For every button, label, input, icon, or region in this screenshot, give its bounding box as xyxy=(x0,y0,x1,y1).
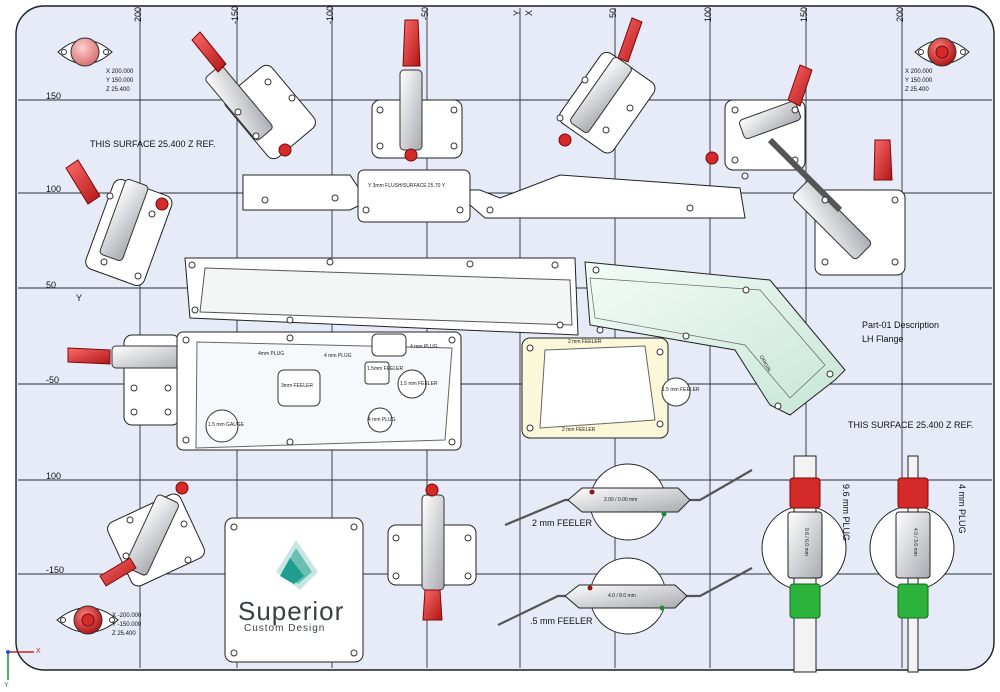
surface-ref-note-right: THIS SURFACE 25.400 Z REF. xyxy=(848,420,974,430)
plug-gauge-4 xyxy=(869,455,955,673)
feeler-label: 3mm FEELER xyxy=(281,383,313,389)
x-tick: -100 xyxy=(325,5,335,24)
window-check xyxy=(521,337,691,439)
pin-label: 4mm PLUG xyxy=(258,351,285,357)
feeler-label: 1.5 mm FEELER xyxy=(400,381,438,387)
feeler-tool-label: .5 mm FEELER xyxy=(530,616,593,626)
feeler-tool-label: 2 mm FEELER xyxy=(532,518,593,528)
logo-subtitle: Custom Design xyxy=(244,623,326,634)
top-flush-bar xyxy=(242,169,749,223)
locator-coord-z: Z 25.400 xyxy=(905,87,929,93)
part-description: Part-01 Description xyxy=(862,320,940,330)
flange-part xyxy=(584,261,846,416)
feeler-blade-label: 4.0 / 8.0 mm xyxy=(608,593,636,599)
x-tick: 100 xyxy=(703,6,713,22)
clamp-9 xyxy=(387,483,477,621)
y-tick: 100 xyxy=(46,471,62,481)
clamp-8 xyxy=(99,481,205,587)
window-label: 2 mm FEELER xyxy=(562,427,596,433)
y-tick: 50 xyxy=(46,280,57,290)
plug-tool-label: 9.6 mm PLUG xyxy=(841,484,851,542)
plug-body-label: 9.6 / 6.0 mm xyxy=(803,528,809,556)
pin-label: 4 mm PLUG xyxy=(324,353,352,359)
y-tick: 100 xyxy=(46,184,62,194)
part-description-sub: LH Flange xyxy=(862,334,904,344)
plug-tool-label: 4 mm PLUG xyxy=(957,484,967,534)
logo-plate xyxy=(224,517,364,663)
axis-x-label: X xyxy=(36,648,41,655)
locator-coord-x: X 200.000 xyxy=(106,69,134,75)
long-bar xyxy=(184,257,579,336)
window-label: 1.5 mm FEELER xyxy=(662,387,700,393)
pin-label: 4 mm PLUG xyxy=(410,344,438,350)
y-tick: 150 xyxy=(46,91,62,101)
axis-indicator xyxy=(6,650,34,680)
base-plate xyxy=(15,5,995,671)
x-tick: 50 xyxy=(608,7,618,18)
locator-coord-x: X -200.000 xyxy=(112,613,142,619)
y-tick: -150 xyxy=(46,565,65,575)
x-tick: 150 xyxy=(799,6,809,22)
locator-coord-y: Y 150.000 xyxy=(106,78,134,84)
locator-coord-y: Y -150.000 xyxy=(112,622,142,628)
locator-coord-z: Z 25.400 xyxy=(106,87,130,93)
clamp-1 xyxy=(191,31,316,160)
clamp-6 xyxy=(65,159,173,286)
x-tick: 200 xyxy=(895,6,905,22)
locator-coord-x: X 200.000 xyxy=(905,69,933,75)
flush-bar-label: Y 3mm FLUSH/SURFACE 25.70 Y xyxy=(368,183,446,189)
x-tick: Y xyxy=(512,9,522,16)
locator-top-left xyxy=(57,37,113,67)
y-tick: Y xyxy=(76,293,83,303)
locator-coord-z: Z 25.400 xyxy=(112,631,136,637)
logo-brand: Superior xyxy=(238,596,345,626)
clamp-7 xyxy=(67,334,193,426)
clamp-5 xyxy=(767,137,906,276)
surface-ref-note-top: THIS SURFACE 25.400 Z REF. xyxy=(90,139,216,149)
y-tick: -50 xyxy=(46,375,60,385)
x-tick: -150 xyxy=(230,5,240,24)
feeler-block xyxy=(176,331,462,451)
plug-gauge-96 xyxy=(761,455,847,673)
plug-label: 4 mm PLUG xyxy=(368,417,396,423)
axis-y-label: Y xyxy=(4,682,9,689)
x-tick: X xyxy=(524,9,534,16)
locator-bottom-left xyxy=(56,605,119,635)
locator-top-right xyxy=(914,37,970,67)
x-tick: 200 xyxy=(133,6,143,22)
locator-coord-y: Y 150.000 xyxy=(905,78,933,84)
feeler-label: 1.5mm FEELER xyxy=(367,366,404,372)
feeler-blade-label: 2.00 / 0.00 mm xyxy=(604,497,638,503)
logo-mark xyxy=(276,540,318,590)
plug-body-label: 4.0 / 3.6 mm xyxy=(912,528,918,556)
feeler-tool-15mm xyxy=(497,557,753,635)
x-tick: -50 xyxy=(420,6,430,20)
clamp-2 xyxy=(371,19,463,162)
gauge-label: 1.5 mm GAUGE xyxy=(208,422,245,428)
feeler-tool-2mm xyxy=(504,463,753,541)
window-label: 2 mm FEELER xyxy=(568,339,602,345)
clamp-3 xyxy=(556,17,656,154)
